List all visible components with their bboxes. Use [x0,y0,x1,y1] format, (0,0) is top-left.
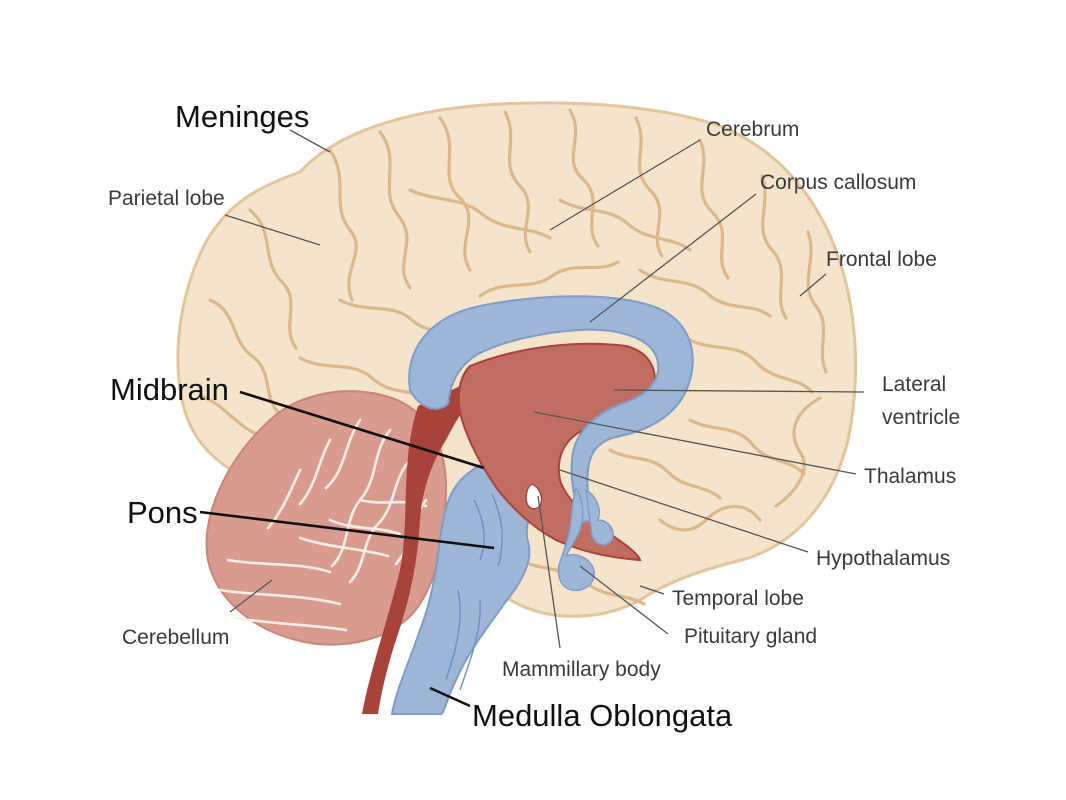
label-meninges: Meninges [175,99,309,134]
label-hypothalamus: Hypothalamus [816,547,950,570]
deep-red-region [362,376,484,714]
label-temporal-lobe: Temporal lobe [672,587,804,610]
brainstem-striations [445,493,503,691]
label-lateral-ventricle-line1: Lateral [882,373,946,396]
label-corpus-callosum: Corpus callosum [760,171,916,194]
cerebellum-shape [205,390,448,646]
label-cerebrum: Cerebrum [706,118,799,141]
label-lateral-ventricle-line2: ventricle [882,406,960,429]
label-medulla-oblongata: Medulla Oblongata [472,698,733,733]
label-pituitary-gland: Pituitary gland [684,625,817,648]
label-midbrain: Midbrain [110,372,229,407]
label-parietal-lobe: Parietal lobe [108,187,225,210]
optic-region-shape [585,488,614,546]
label-frontal-lobe: Frontal lobe [826,248,937,271]
leader-lines [199,129,865,708]
label-pons: Pons [127,495,198,530]
labels: Meninges Parietal lobe Cerebrum Corpus c… [108,99,960,733]
pituitary-gland-shape [557,486,595,592]
mammillary-shape [525,483,543,510]
label-cerebellum: Cerebellum [122,626,229,649]
label-thalamus: Thalamus [864,465,956,488]
label-mammillary-body: Mammillary body [502,658,661,681]
